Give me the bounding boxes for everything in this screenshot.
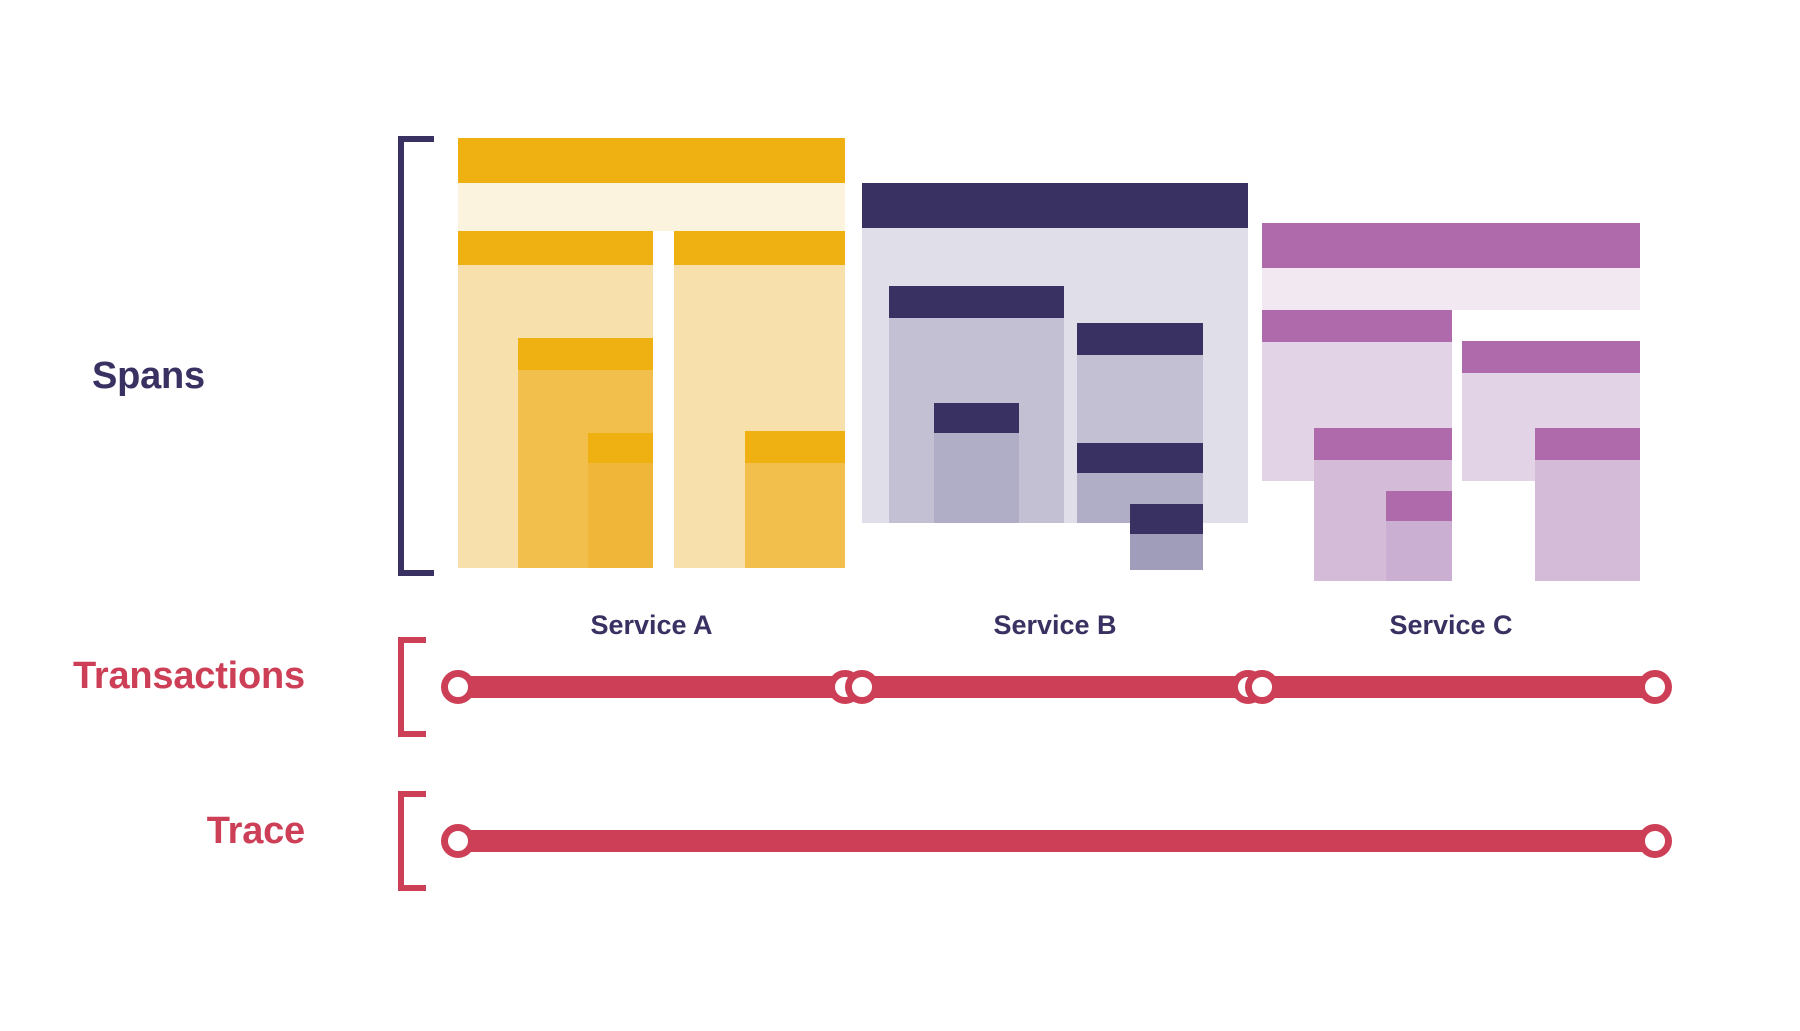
spans-bracket <box>398 136 434 576</box>
span-bar-a-s3-body[interactable] <box>588 463 653 568</box>
transactions-bracket <box>398 637 426 737</box>
trace-endpoint-start[interactable] <box>441 824 475 858</box>
span-bar-b-s5-body[interactable] <box>1130 534 1203 570</box>
transaction-line-1[interactable] <box>458 676 845 698</box>
span-bar-a-root-body[interactable] <box>458 183 845 231</box>
span-bar-a-s5-head[interactable] <box>745 431 845 463</box>
span-bar-b-s2-head[interactable] <box>934 403 1019 433</box>
span-bar-a-s2-head[interactable] <box>518 338 653 370</box>
transaction-endpoint-3-end[interactable] <box>1638 670 1672 704</box>
trace-endpoint-end[interactable] <box>1638 824 1672 858</box>
span-bar-b-s4-head[interactable] <box>1077 443 1203 473</box>
row-label-transactions: Transactions <box>72 655 305 697</box>
span-bar-a-s5-body[interactable] <box>745 463 845 568</box>
trace-bracket <box>398 791 426 891</box>
row-label-spans: Spans <box>91 355 205 397</box>
transaction-endpoint-2-start[interactable] <box>845 670 879 704</box>
transaction-endpoint-1-start[interactable] <box>441 670 475 704</box>
service-label-service-c: Service C <box>1389 610 1513 640</box>
span-bar-c-s5-head[interactable] <box>1535 428 1640 460</box>
span-bar-b-s5-head[interactable] <box>1130 504 1203 534</box>
span-bar-a-s4-head[interactable] <box>674 231 845 265</box>
transaction-line-2[interactable] <box>862 676 1248 698</box>
span-bar-a-s3-head[interactable] <box>588 433 653 463</box>
service-column-service-a <box>458 138 845 568</box>
transaction-endpoint-3-start[interactable] <box>1245 670 1279 704</box>
span-bar-c-s3-body[interactable] <box>1386 521 1452 581</box>
service-column-service-b <box>862 138 1248 570</box>
span-bar-b-s2-body[interactable] <box>934 433 1019 523</box>
trace-line[interactable] <box>458 830 1655 852</box>
service-column-service-c <box>1262 138 1640 581</box>
span-bar-c-root-head[interactable] <box>1262 223 1640 268</box>
span-bar-c-s2-head[interactable] <box>1314 428 1452 460</box>
span-bar-c-root-body[interactable] <box>1262 268 1640 310</box>
transaction-line-3[interactable] <box>1262 676 1655 698</box>
row-label-trace: Trace <box>206 810 306 852</box>
service-label-service-b: Service B <box>993 610 1117 640</box>
span-bar-c-s3-head[interactable] <box>1386 491 1452 521</box>
service-label-service-a: Service A <box>590 610 713 640</box>
span-bar-a-root-head[interactable] <box>458 138 845 183</box>
span-bar-c-s5-body[interactable] <box>1535 460 1640 581</box>
span-bar-a-s1-head[interactable] <box>458 231 653 265</box>
span-bar-b-s1-head[interactable] <box>889 286 1064 318</box>
span-bar-b-s3-head[interactable] <box>1077 323 1203 355</box>
span-bar-c-s1-head[interactable] <box>1262 310 1452 342</box>
span-bar-b-root-head[interactable] <box>862 183 1248 228</box>
span-bar-c-s4-head[interactable] <box>1462 341 1640 373</box>
